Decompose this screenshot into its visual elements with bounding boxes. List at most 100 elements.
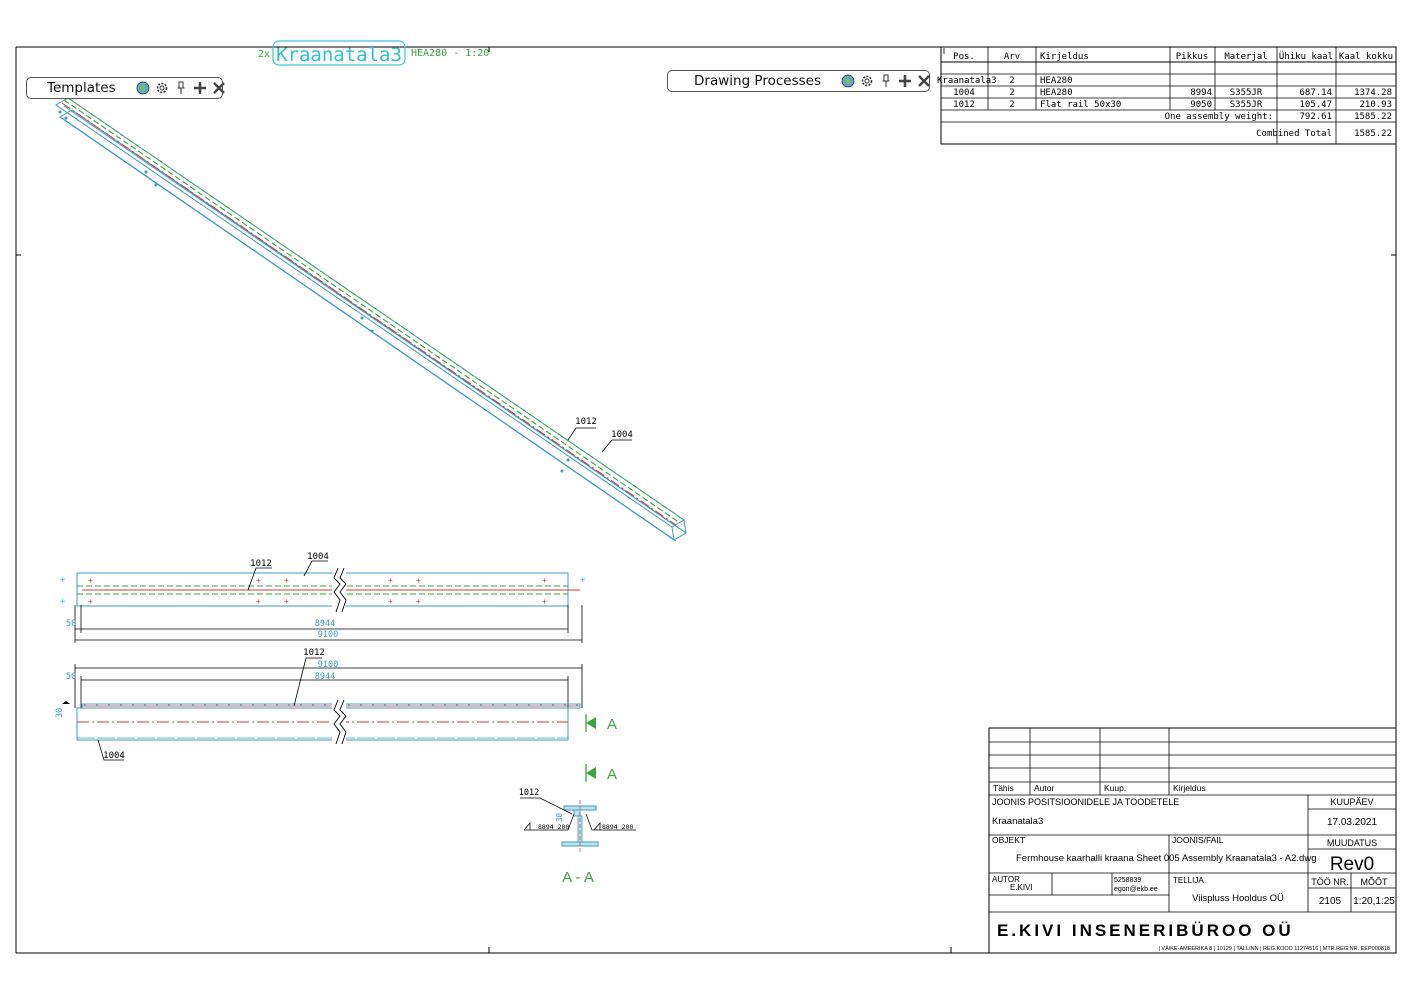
svg-text:+: + — [542, 576, 547, 585]
revision-label: MUUDATUS — [1327, 838, 1377, 848]
gear-icon[interactable] — [859, 74, 874, 89]
assembly-header: 2x Kraanatala3 HEA280 - 1:20 — [258, 40, 489, 66]
side-dim-height: 30 — [55, 708, 65, 718]
svg-text:+: + — [60, 597, 66, 607]
assembly-name: Kraanatala3 — [276, 44, 402, 66]
pin-icon[interactable] — [878, 74, 893, 89]
move-icon[interactable] — [897, 74, 912, 89]
break-line — [333, 567, 341, 613]
assembly-weight-total: 1585.22 — [1354, 112, 1392, 122]
side-dim-inner: 8944 — [315, 672, 335, 682]
assembly-name-frame — [272, 40, 406, 66]
globe-icon[interactable] — [135, 81, 150, 96]
iso-leader-rail — [567, 427, 596, 441]
th-length: Pikkus — [1176, 52, 1209, 62]
job-number: 2105 — [1319, 896, 1342, 907]
table-row: 1004 2 HEA280 8994 S355JR 687.14 1374.28 — [953, 88, 1392, 98]
drawing-type: JOONIS POSITSIOONIDELE JA TOODETELE — [992, 797, 1179, 807]
sheet-frame — [15, 46, 1397, 954]
break-line — [333, 699, 341, 745]
side-view: 9100 8944 50 30 1012 1004 — [55, 648, 583, 761]
iso-rail-top — [67, 97, 685, 521]
author-name: E.KIVI — [1010, 883, 1033, 892]
svg-text:HEA280: HEA280 — [1040, 88, 1073, 98]
gear-icon[interactable] — [154, 81, 169, 96]
svg-text:+: + — [388, 597, 393, 606]
iso-leader-beam — [601, 439, 632, 453]
top-dim-total: 9100 — [318, 630, 338, 640]
assembly-quantity: 2x — [258, 49, 270, 60]
title-block: Tähis Autor Kuup. Kirjeldus JOONIS POSIT… — [988, 727, 1397, 954]
break-line — [339, 567, 347, 613]
assembly-weight-value: 792.61 — [1299, 112, 1332, 122]
section-arrow — [586, 717, 596, 729]
top-dim-inner: 8944 — [315, 619, 335, 629]
combined-total-label: Combined Total — [1256, 129, 1332, 139]
break-line — [339, 699, 347, 745]
drawing-processes-panel[interactable]: Drawing Processes — [667, 70, 930, 92]
svg-text:2: 2 — [1009, 76, 1014, 86]
top-label-beam: 1004 — [307, 552, 329, 562]
svg-text:9050: 9050 — [1190, 100, 1212, 110]
svg-text:+: + — [284, 576, 289, 585]
file-label: JOONIS/FAIL — [1172, 835, 1224, 845]
svg-text:+: + — [88, 576, 93, 585]
th-pos: Pos. — [953, 52, 975, 62]
svg-text:+: + — [256, 597, 261, 606]
parts-table: Pos. Arv Kirjeldus Pikkus Materjal Ühiku… — [937, 46, 1397, 145]
svg-text:+: + — [256, 576, 261, 585]
close-icon[interactable] — [211, 81, 226, 96]
pin-icon[interactable] — [173, 81, 188, 96]
author-label: AUTOR — [992, 875, 1020, 884]
assembly-weight-label: One assembly weight: — [1165, 112, 1273, 122]
globe-icon[interactable] — [840, 74, 855, 89]
revision: Rev0 — [1330, 854, 1374, 875]
templates-panel[interactable]: Templates — [26, 77, 226, 99]
company-name: E.KIVI INSENERIBÜROO OÜ — [997, 921, 1294, 940]
top-label-rail: 1012 — [250, 559, 272, 569]
side-beam-outline — [76, 707, 569, 741]
top-view: ++ ++ ++ ++ ++ ++ +++ 1012 1004 50 8944 … — [60, 552, 586, 643]
svg-text:+: + — [388, 576, 393, 585]
section-weld-right: 8894 200 — [602, 823, 633, 831]
company-address: | VÄIKE-AMEERIKA 8 | 10129 | TALLINN | R… — [1158, 945, 1390, 952]
svg-text:+: + — [416, 576, 421, 585]
move-icon[interactable] — [192, 81, 207, 96]
object-file: Fermhouse kaarhalli kraana Sheet 005 Ass… — [1016, 853, 1316, 864]
object-label: OBJEKT — [992, 835, 1025, 845]
svg-text:2: 2 — [1009, 100, 1014, 110]
side-label-rail: 1012 — [303, 648, 325, 658]
section-label-rail: 1012 — [519, 788, 539, 798]
author-phone: 5258839 — [1114, 877, 1141, 884]
client-name: Viispluss Hooldus OÜ — [1192, 893, 1284, 904]
date-label: KUUPÄEV — [1330, 797, 1373, 807]
drawing-scale: 1:20,1:25 — [1353, 896, 1395, 907]
section-view: 1012 30 8894 200 8894 200 A - A — [519, 788, 636, 886]
top-dim-edge: 50 — [66, 619, 76, 629]
templates-panel-title: Templates — [47, 80, 116, 96]
rev-col-mark: Tähis — [993, 783, 1014, 793]
scale-label: MÕÕT — [1361, 877, 1388, 887]
side-label-beam: 1004 — [103, 751, 125, 761]
iso-centerline — [61, 102, 677, 526]
svg-text:S355JR: S355JR — [1230, 100, 1263, 110]
author-email: egon@ekb.ee — [1114, 886, 1158, 893]
iso-label-rail: 1012 — [575, 417, 597, 427]
svg-text:210.93: 210.93 — [1359, 100, 1392, 110]
job-label: TÖÖ NR. — [1311, 877, 1349, 887]
section-dim-30: 30 — [555, 812, 564, 822]
svg-text:8994: 8994 — [1190, 88, 1212, 98]
section-mark-upper: A — [607, 716, 617, 733]
svg-text:1374.28: 1374.28 — [1354, 88, 1392, 98]
drawing-date: 17.03.2021 — [1327, 817, 1377, 828]
section-title: A - A — [562, 869, 594, 886]
svg-text:HEA280: HEA280 — [1040, 76, 1073, 86]
combined-total-value: 1585.22 — [1354, 129, 1392, 139]
svg-text:S355JR: S355JR — [1230, 88, 1263, 98]
table-row: 1012 2 Flat rail 50x30 9050 S355JR 105.4… — [953, 100, 1392, 110]
svg-text:+: + — [284, 597, 289, 606]
th-qty: Arv — [1004, 52, 1020, 62]
iso-label-beam: 1004 — [611, 430, 633, 440]
close-icon[interactable] — [916, 74, 931, 89]
